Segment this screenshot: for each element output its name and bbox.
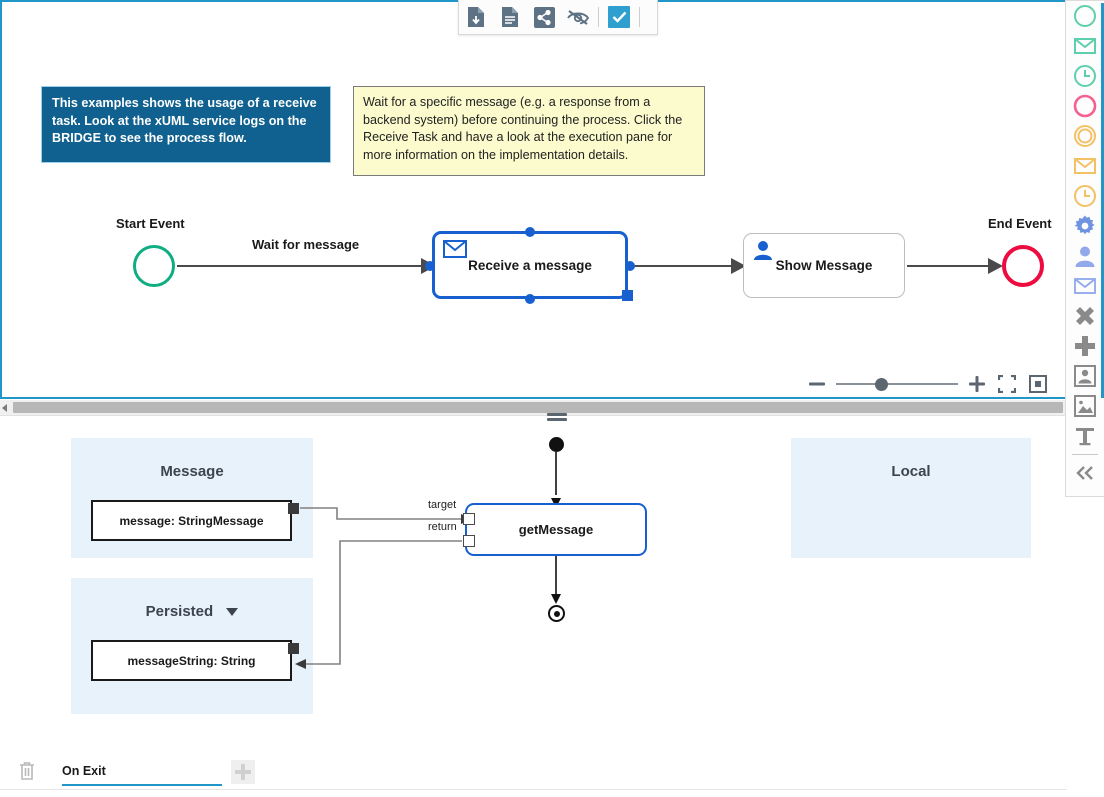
download-file-icon[interactable] xyxy=(459,0,493,34)
show-message-task-label: Show Message xyxy=(775,258,873,273)
param-message-pin[interactable] xyxy=(288,503,299,514)
scrollbar-thumb[interactable] xyxy=(13,402,1063,413)
fit-to-screen-button-top[interactable] xyxy=(996,373,1018,395)
bottom-divider xyxy=(0,789,1067,790)
note-blue[interactable]: This examples shows the usage of a recei… xyxy=(41,86,331,163)
lane-message-title: Message xyxy=(160,463,224,480)
palette-message-start-event-icon[interactable] xyxy=(1066,31,1104,61)
activity-final-node[interactable] xyxy=(548,605,565,622)
pane-splitter-handle[interactable] xyxy=(547,413,567,422)
show-message-task[interactable]: Show Message xyxy=(743,233,905,298)
grip-line xyxy=(547,418,567,421)
param-message-label: message: StringMessage xyxy=(119,513,264,528)
param-message-string-label: messageString: String xyxy=(127,653,256,668)
shape-palette[interactable] xyxy=(1065,0,1104,497)
checkbox-checked-icon[interactable] xyxy=(602,0,636,34)
document-icon[interactable] xyxy=(493,0,527,34)
palette-collapse-chevron-double-left-icon[interactable] xyxy=(1066,458,1104,488)
start-event-label: Start Event xyxy=(116,216,185,231)
zoom-slider-track-top xyxy=(836,383,958,385)
resize-handle-corner[interactable] xyxy=(622,290,633,301)
envelope-icon xyxy=(443,240,467,258)
palette-pool-user-frame-icon[interactable] xyxy=(1066,361,1104,391)
eye-off-icon[interactable] xyxy=(561,0,595,34)
note-yellow[interactable]: Wait for a specific message (e.g. a resp… xyxy=(353,86,705,176)
diagram-toolbar[interactable] xyxy=(458,0,658,35)
palette-timer-start-event-icon[interactable] xyxy=(1066,61,1104,91)
share-icon[interactable] xyxy=(527,0,561,34)
resize-handle-right[interactable] xyxy=(625,261,635,271)
pin-return[interactable] xyxy=(463,535,475,547)
zoom-slider-knob-top[interactable] xyxy=(875,377,889,391)
resize-handle-bottom[interactable] xyxy=(525,294,535,304)
lane-local-title: Local xyxy=(891,463,931,480)
delete-tab-button[interactable] xyxy=(16,760,38,782)
horizontal-scrollbar[interactable] xyxy=(0,400,1067,416)
palette-user-task-icon[interactable] xyxy=(1066,241,1104,271)
activity-connectors xyxy=(295,452,561,669)
palette-start-event-icon[interactable] xyxy=(1066,1,1104,31)
pin-return-label: return xyxy=(428,521,457,533)
palette-divider xyxy=(1072,454,1098,455)
palette-add-plus-icon[interactable] xyxy=(1066,331,1104,361)
bpmn-connectors xyxy=(177,258,1003,274)
palette-delete-x-mark-icon[interactable] xyxy=(1066,301,1104,331)
palette-intermediate-event-icon[interactable] xyxy=(1066,121,1104,151)
lane-local[interactable]: Local xyxy=(791,438,1031,558)
resize-handle-top[interactable] xyxy=(525,227,535,237)
user-icon xyxy=(752,240,774,260)
palette-text-icon[interactable] xyxy=(1066,421,1104,451)
palette-receive-task-icon[interactable] xyxy=(1066,271,1104,301)
bpmn-diagram-pane[interactable]: This examples shows the usage of a recei… xyxy=(0,0,1067,399)
pin-target-label: target xyxy=(428,499,457,511)
add-tab-button[interactable] xyxy=(231,760,255,784)
toolbar-divider xyxy=(598,7,599,27)
chevron-down-icon[interactable] xyxy=(226,608,239,617)
toolbar-divider xyxy=(639,7,640,27)
actual-size-button-top[interactable] xyxy=(1027,373,1049,395)
palette-timer-intermediate-event-icon[interactable] xyxy=(1066,181,1104,211)
palette-service-task-gear-icon[interactable] xyxy=(1066,211,1104,241)
get-message-action[interactable]: getMessage xyxy=(465,503,647,556)
tab-on-exit[interactable]: On Exit xyxy=(62,762,222,786)
lane-persisted-label: Persisted xyxy=(145,603,214,620)
receive-task-label: Receive a message xyxy=(468,257,592,273)
resize-handle-left[interactable] xyxy=(425,261,435,271)
grip-line xyxy=(547,413,567,416)
activity-diagram-pane[interactable]: Message Persisted Local message: StringM… xyxy=(0,416,1067,797)
end-event[interactable] xyxy=(1002,245,1044,287)
param-message-string-pin[interactable] xyxy=(288,643,299,654)
get-message-action-label: getMessage xyxy=(518,522,594,537)
end-event-label: End Event xyxy=(988,216,1052,231)
zoom-in-button-top[interactable] xyxy=(967,374,987,394)
tab-active-underline xyxy=(62,783,222,786)
zoom-out-button-top[interactable] xyxy=(807,374,827,394)
zoom-controls-top[interactable] xyxy=(807,373,1049,395)
tab-on-exit-label: On Exit xyxy=(62,764,106,778)
palette-image-frame-icon[interactable] xyxy=(1066,391,1104,421)
initial-node[interactable] xyxy=(549,437,564,452)
palette-end-event-icon[interactable] xyxy=(1066,91,1104,121)
lane-persisted-title: Persisted xyxy=(71,603,313,620)
start-event[interactable] xyxy=(133,245,175,287)
scroll-left-arrow-icon[interactable] xyxy=(2,404,7,412)
zoom-slider-top[interactable] xyxy=(836,377,958,391)
param-message-string[interactable]: messageString: String xyxy=(91,640,292,681)
pin-target[interactable] xyxy=(463,513,475,525)
param-message[interactable]: message: StringMessage xyxy=(91,500,292,541)
palette-message-intermediate-event-icon[interactable] xyxy=(1066,151,1104,181)
receive-task[interactable]: Receive a message xyxy=(432,231,628,299)
palette-scroll-indicator[interactable] xyxy=(1101,3,1104,398)
sequence-flow-label: Wait for message xyxy=(252,237,360,252)
